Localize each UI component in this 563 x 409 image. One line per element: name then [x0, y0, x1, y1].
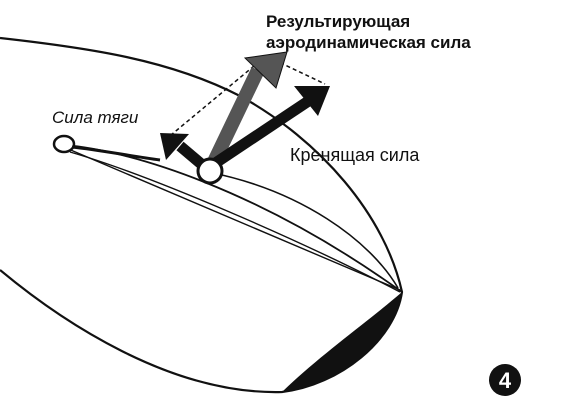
- heeling-arrowhead: [294, 86, 330, 116]
- figure-number: 4: [499, 368, 512, 393]
- bow-ring: [52, 134, 76, 154]
- mast-curve: [207, 171, 399, 289]
- thrust-arrowhead: [160, 133, 189, 160]
- sail-line-upper: [65, 147, 401, 291]
- resultant-force-arrow: [203, 66, 265, 174]
- sail-line-lower: [69, 151, 401, 293]
- resultant-arrowhead: [243, 51, 288, 89]
- bow-fitting: [71, 145, 161, 162]
- thrust-label: Сила тяги: [52, 108, 139, 127]
- resultant-label-line1: Результирующая: [266, 12, 410, 31]
- stern-dark-section: [282, 292, 402, 392]
- force-parallelogram: [164, 55, 326, 141]
- resultant-label-line2: аэродинамическая сила: [266, 33, 471, 52]
- hull-outline: [0, 36, 404, 394]
- heeling-force-arrow: [210, 95, 314, 169]
- center-of-effort-ring: [196, 157, 224, 185]
- heeling-label: Кренящая сила: [290, 145, 420, 165]
- figure-number-badge: [489, 364, 521, 396]
